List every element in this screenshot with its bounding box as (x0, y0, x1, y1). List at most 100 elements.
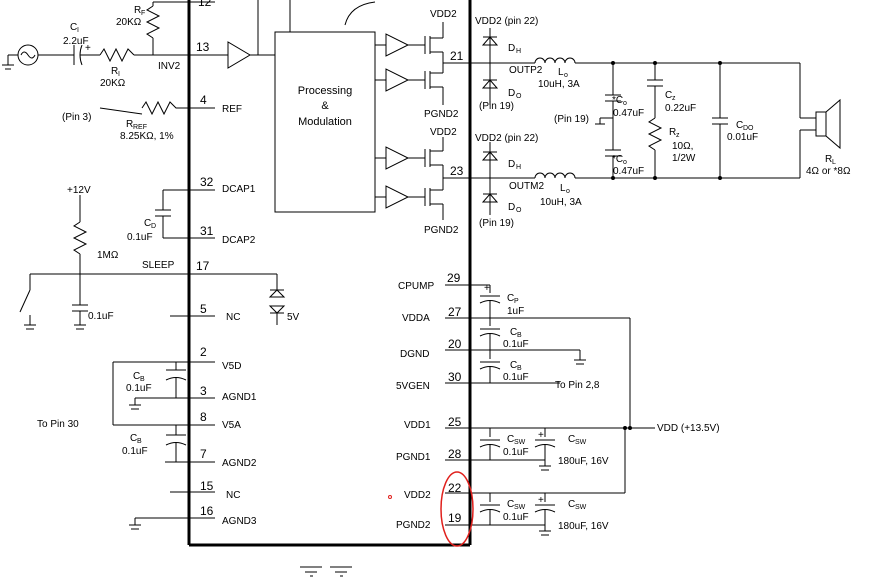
dh2-sub: H (516, 164, 521, 171)
net-vdd2-mid: VDD2 (430, 127, 457, 138)
net-pgnd2-top: PGND2 (424, 109, 459, 120)
output-stage-bottom (375, 137, 500, 220)
dh1-sub: H (516, 48, 521, 55)
co1-value: 0.47uF (613, 108, 644, 119)
net-pgnd2-mid: PGND2 (424, 225, 459, 236)
lo2-sub: o (566, 188, 570, 195)
pin-15-number: 15 (200, 479, 214, 493)
svg-text:+: + (484, 283, 490, 294)
net-vdd2-top: VDD2 (430, 9, 457, 20)
dcap-capacitor (155, 190, 171, 238)
ri-name: R (111, 66, 118, 77)
net-pin19-c: (Pin 19) (554, 114, 589, 125)
pin-8-number: 8 (200, 410, 207, 424)
pin-13-number: 13 (196, 40, 210, 54)
co2-value: 0.47uF (613, 166, 644, 177)
csw3-value: 0.1uF (503, 512, 529, 523)
co1-sub: o (623, 100, 627, 107)
rf-name: R (134, 5, 141, 16)
pin-7-name: AGND2 (222, 458, 257, 469)
cb2-sub: B (137, 438, 142, 445)
net-outp2: OUTP2 (509, 65, 543, 76)
rz-sub: z (676, 132, 680, 139)
lo1-value: 10uH, 3A (538, 79, 580, 90)
output-stage-top (375, 22, 500, 105)
sleep-network (19, 195, 286, 330)
cp-value: 1uF (507, 306, 524, 317)
lo1-sub: o (564, 72, 568, 79)
pin-2-number: 2 (200, 345, 207, 359)
pin-27-name: VDDA (402, 313, 430, 324)
pin-2-name: V5D (222, 361, 241, 372)
cb2-name: C (130, 433, 137, 444)
lo2-name: L (560, 183, 566, 194)
pullup-supply: +12V (67, 185, 91, 196)
pin-31-name: DCAP2 (222, 235, 256, 246)
net-pin19-b: (Pin 19) (479, 218, 514, 229)
pin-8-name: V5A (222, 420, 241, 431)
pin-32-number: 32 (200, 175, 214, 189)
net-vdd2-pin22-b: VDD2 (pin 22) (475, 133, 538, 144)
pin-12-number: 12 (198, 0, 212, 9)
ri-sub: I (118, 71, 120, 78)
pin-3-name: AGND1 (222, 392, 257, 403)
cb1-name: C (133, 371, 140, 382)
cd-name: C (144, 218, 151, 229)
cz-sub: z (672, 95, 676, 102)
cp-sub: P (514, 298, 519, 305)
rref-value: 8.25KΩ, 1% (120, 131, 174, 142)
dh1-name: D (508, 43, 515, 54)
net-vdd2-pin22-a: VDD2 (pin 22) (475, 16, 538, 27)
right-pins: 21 23 29 CPUMP 27 VDDA 20 DGND 30 5VGEN … (396, 49, 630, 531)
pin-17-name: SLEEP (142, 260, 175, 271)
csw1-value: 0.1uF (503, 447, 529, 458)
rl-sub: L (832, 159, 836, 166)
sleep-cap-value: 0.1uF (88, 311, 114, 322)
cdo-value: 0.01uF (727, 132, 758, 143)
cb3-value: 0.1uF (503, 339, 529, 350)
cb3-name: C (510, 327, 517, 338)
cb1-sub: B (140, 376, 145, 383)
highlight-dot (388, 495, 392, 499)
svg-text:+: + (538, 430, 544, 441)
rz-value: 10Ω, (672, 141, 693, 152)
input-network (2, 1, 189, 70)
pin-5-number: 5 (200, 302, 207, 316)
pin-4-number: 4 (200, 93, 207, 107)
ci-value: 2.2uF (63, 36, 89, 47)
ref-resistor (99, 100, 180, 116)
pin-20-number: 20 (448, 337, 462, 351)
zener-value: 5V (287, 312, 300, 323)
csw2-name: C (568, 434, 575, 445)
co2-name: *C (612, 154, 623, 165)
co2-sub: o (623, 159, 627, 166)
pin-29-name: CPUMP (398, 281, 434, 292)
net-vdd: VDD (+13.5V) (657, 423, 720, 434)
cb1-value: 0.1uF (126, 383, 152, 394)
pin-20-name: DGND (400, 349, 429, 360)
ic-ground-symbols (300, 566, 352, 577)
vdd1-caps (479, 428, 556, 471)
pin-28-name: PGND1 (396, 452, 431, 463)
block-label-line-1: Processing (298, 85, 352, 97)
pin-4-name: REF (222, 104, 242, 115)
pin-7-number: 7 (200, 447, 207, 461)
do2-name: D (508, 202, 515, 213)
pin-16-name: AGND3 (222, 516, 257, 527)
cz-name: C (665, 90, 672, 101)
highlight-ellipse (440, 471, 474, 547)
net-outm2: OUTM2 (509, 181, 544, 192)
rz-value2: 1/2W (672, 153, 696, 164)
left-pins: 12 13 INV2 4 REF 32 DCAP1 31 DCAP2 17 SL… (30, 0, 277, 527)
csw1-sub: SW (514, 439, 526, 446)
input-amplifier (227, 0, 291, 69)
cb4-name: C (510, 360, 517, 371)
pin-25-name: VDD1 (404, 420, 431, 431)
csw2-value: 180uF, 16V (558, 456, 609, 467)
cdo-name: C (736, 120, 743, 131)
rf-value: 20KΩ (116, 17, 142, 28)
output-filter-bottom (481, 140, 800, 215)
csw4-sub: SW (575, 504, 587, 511)
net-to-pin30: To Pin 30 (37, 419, 79, 430)
